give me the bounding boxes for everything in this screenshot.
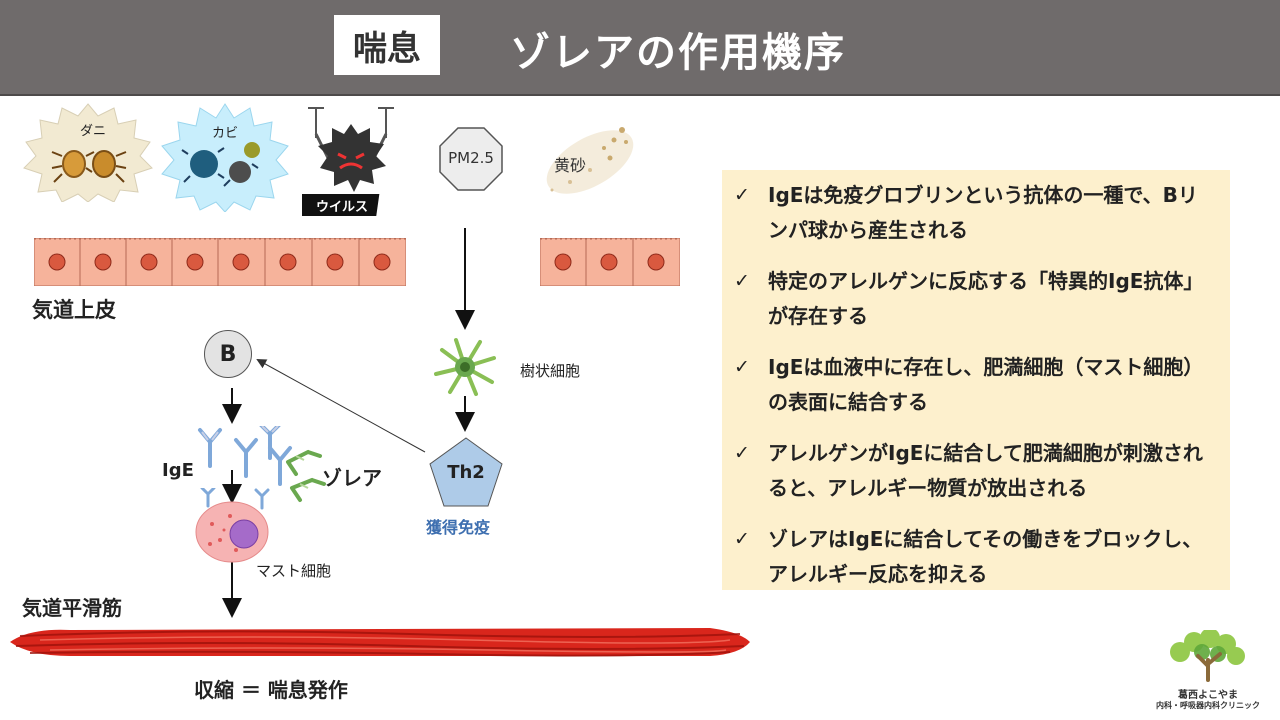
epithelium-right [539, 236, 681, 287]
pm25-allergen: PM2.5 [438, 126, 504, 192]
category-badge: 喘息 [334, 15, 440, 75]
point-text: IgEは血液中に存在し、肥満細胞（マスト細胞）の表面に結合する [768, 355, 1204, 414]
virus-allergen: ウイルス [294, 104, 400, 220]
clinic-name: 葛西よこやま [1178, 690, 1238, 701]
smooth-muscle-label: 気道平滑筋 [22, 596, 122, 620]
info-panel: ✓ IgEは免疫グロブリンという抗体の一種で、Bリンパ球から産生される ✓ 特定… [722, 170, 1230, 590]
mite-allergen: ダニ [22, 102, 154, 203]
result-label: 収縮 ＝ 喘息発作 [194, 678, 348, 702]
check-icon: ✓ [734, 528, 750, 550]
point-item: ✓ アレルゲンがIgEに結合して肥満細胞が刺激されると、アレルギー物質が放出され… [734, 436, 1216, 506]
yellow-sand-allergen: 黄砂 [530, 118, 640, 202]
b-cell-node: B [204, 330, 252, 378]
dendritic-cell [432, 336, 498, 398]
point-item: ✓ ゾレアはIgEに結合してその働きをブロックし、アレルギー反応を抑える [734, 522, 1216, 592]
point-text: IgEは免疫グロブリンという抗体の一種で、Bリンパ球から産生される [768, 183, 1198, 242]
pm25-label: PM2.5 [448, 149, 494, 167]
point-item: ✓ IgEは免疫グロブリンという抗体の一種で、Bリンパ球から産生される [734, 178, 1216, 248]
epithelium-label: 気道上皮 [32, 298, 116, 322]
clinic-logo: 葛西よこやま 内科・呼吸器内科クリニック [1146, 628, 1270, 716]
point-text: アレルゲンがIgEに結合して肥満細胞が刺激されると、アレルギー物質が放出される [768, 441, 1203, 500]
dendritic-label: 樹状細胞 [520, 362, 581, 380]
mold-label: カビ [212, 126, 239, 141]
tree-logo-icon [1170, 628, 1245, 682]
check-icon: ✓ [734, 184, 750, 206]
mast-cell [186, 486, 282, 566]
virus-label: ウイルス [316, 200, 369, 215]
yellow-sand-label: 黄砂 [554, 156, 587, 175]
virus-body [318, 124, 386, 192]
flow-arrows [222, 228, 475, 618]
ige-label: IgE [162, 460, 194, 481]
th2-label: Th2 [447, 462, 485, 483]
page-title: ゾレアの作用機序 [510, 30, 846, 76]
ige-antibodies [196, 422, 336, 516]
mold-allergen: カビ [160, 102, 290, 213]
mite-label: ダニ [80, 124, 107, 139]
point-item: ✓ IgEは血液中に存在し、肥満細胞（マスト細胞）の表面に結合する [734, 350, 1216, 420]
smooth-muscle-band [10, 620, 750, 664]
point-text: 特定のアレルゲンに反応する「特異的IgE抗体」が存在する [768, 269, 1204, 328]
point-text: ゾレアはIgEに結合してその働きをブロックし、アレルギー反応を抑える [768, 527, 1203, 586]
check-icon: ✓ [734, 442, 750, 464]
xolair-label: ゾレア [322, 466, 382, 490]
header-bar: 喘息 ゾレアの作用機序 [0, 0, 1280, 96]
mast-cell-label: マスト細胞 [256, 562, 332, 580]
check-icon: ✓ [734, 270, 750, 292]
point-item: ✓ 特定のアレルゲンに反応する「特異的IgE抗体」が存在する [734, 264, 1216, 334]
th2-node: Th2 [428, 436, 504, 508]
acquired-immunity-label: 獲得免疫 [426, 518, 491, 537]
b-cell-label: B [219, 341, 237, 367]
epithelium-left [33, 236, 407, 287]
clinic-sub: 内科・呼吸器内科クリニック [1156, 701, 1260, 710]
check-icon: ✓ [734, 356, 750, 378]
